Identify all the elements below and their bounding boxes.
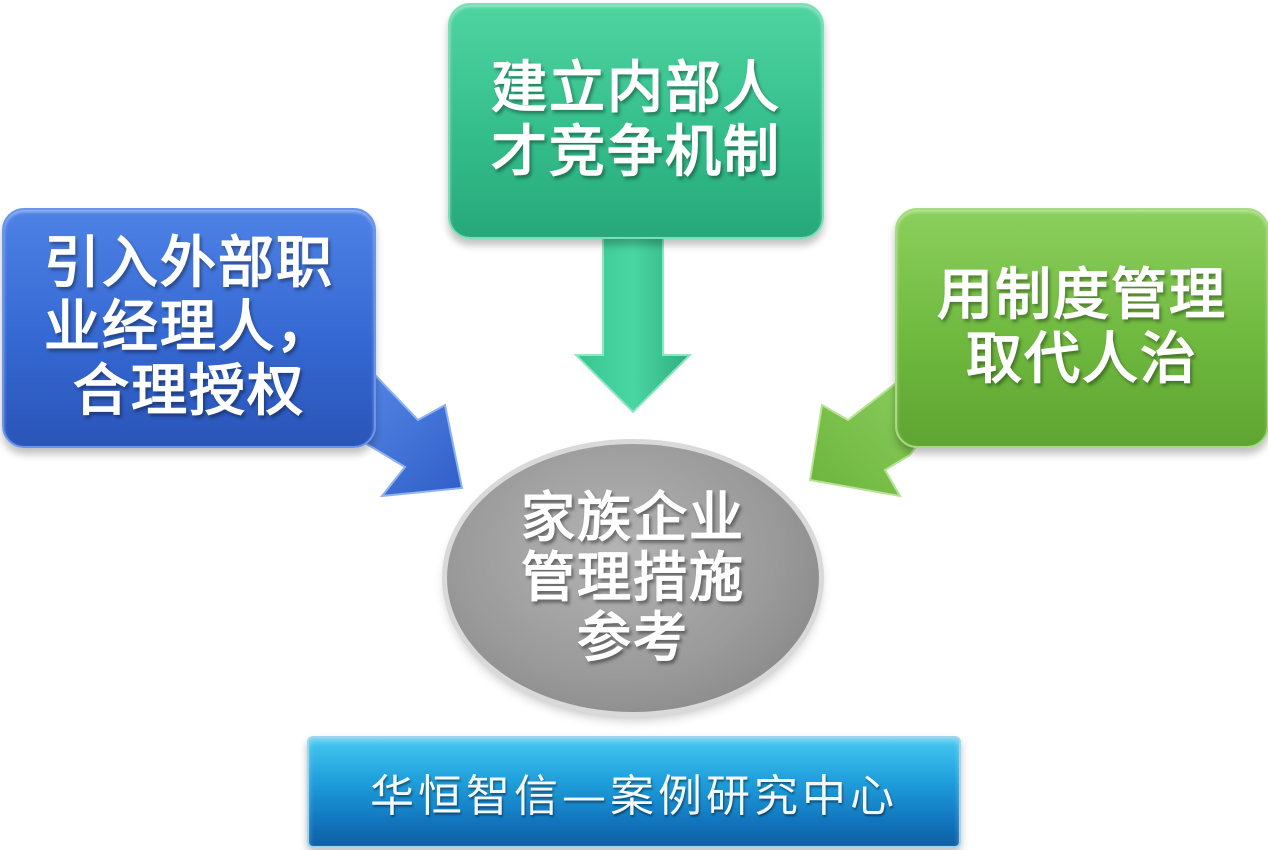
- top-box-line-1: 建立内部人: [491, 56, 781, 121]
- right-box-rule-by-system: 用制度管理 取代人治: [895, 208, 1268, 448]
- top-arrow: [573, 231, 693, 414]
- left-box-line-2: 业经理人，: [44, 295, 334, 360]
- right-box-line-1: 用制度管理: [937, 263, 1227, 328]
- center-line-1: 家族企业: [521, 486, 745, 549]
- center-line-3: 参考: [577, 606, 689, 669]
- left-box-line-1: 引入外部职: [44, 231, 334, 296]
- right-box-line-2: 取代人治: [966, 327, 1198, 392]
- footer-banner: 华恒智信—案例研究中心: [307, 736, 961, 848]
- left-box-line-3: 合理授权: [73, 359, 305, 424]
- top-box-internal-competition: 建立内部人 才竞争机制: [448, 3, 824, 239]
- center-ellipse-topic: 家族企业 管理措施 参考: [447, 444, 819, 712]
- footer-banner-text: 华恒智信—案例研究中心: [370, 771, 898, 822]
- top-box-line-2: 才竞争机制: [491, 120, 781, 185]
- left-box-external-managers: 引入外部职 业经理人， 合理授权: [2, 208, 376, 448]
- center-line-2: 管理措施: [521, 546, 745, 609]
